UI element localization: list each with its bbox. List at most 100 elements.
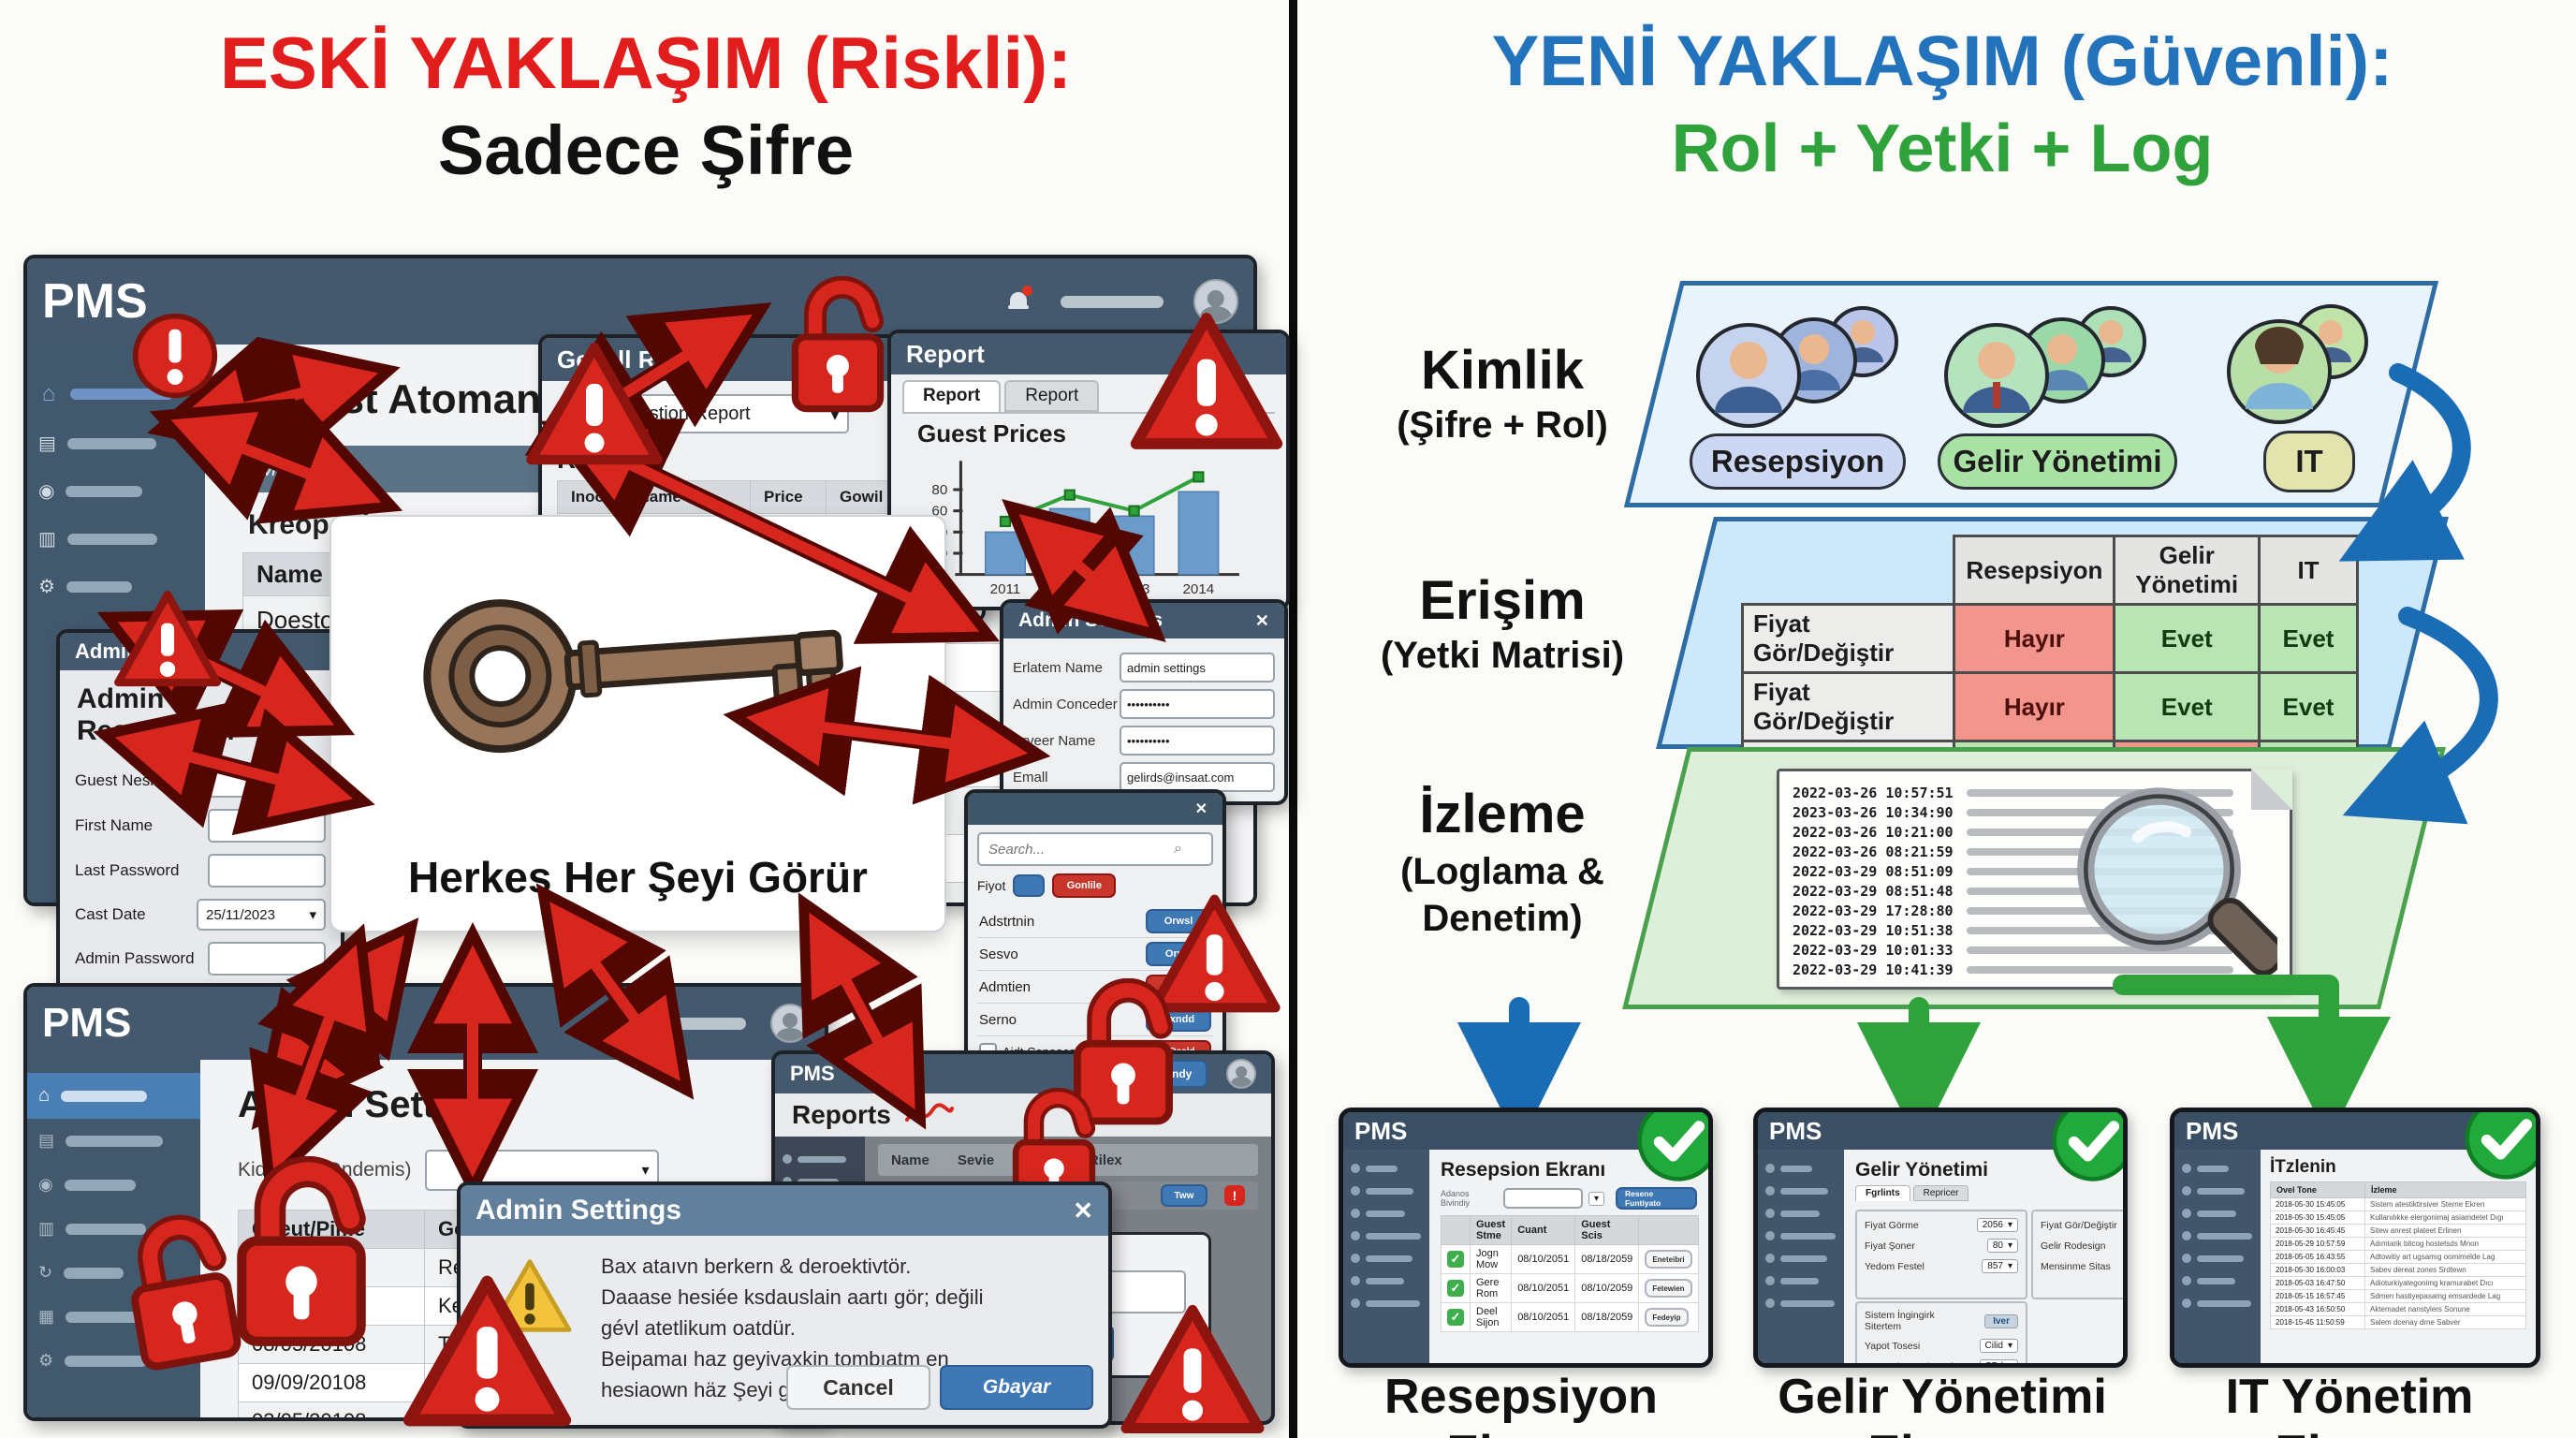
sidebar-item[interactable]: [1343, 1292, 1429, 1314]
window-title: Admin Settings: [1018, 609, 1164, 631]
primary-action-button[interactable]: Resene Funtiyato: [1615, 1187, 1697, 1210]
matrix-row: Fiyat Gör/Değiştir Hayır Evet Evet: [1742, 604, 2358, 673]
sidebar-item[interactable]: [2174, 1292, 2261, 1314]
col-header: Cuant: [1511, 1215, 1576, 1245]
sidebar-item[interactable]: ▥: [27, 1207, 200, 1251]
field-select[interactable]: 2056▾: [1976, 1218, 2018, 1232]
header-progress-bar: [662, 1017, 746, 1030]
sidebar-item-bookings[interactable]: ▤: [27, 419, 205, 467]
screen-caption: Resepsiyon Ekranı: [1384, 1370, 1658, 1438]
form-row: First Name: [75, 809, 326, 843]
sidebar-item[interactable]: [2174, 1269, 2261, 1292]
access-band: Resepsiyon Gelir Yönetimi IT Fiyat Gör/D…: [1656, 517, 2449, 820]
sidebar-item[interactable]: [1758, 1157, 1844, 1180]
close-icon[interactable]: [1195, 800, 1208, 818]
matrix-col: IT: [2259, 536, 2358, 605]
row-action-button[interactable]: Tww: [1161, 1184, 1208, 1207]
open-padlock-icon: [1074, 978, 1173, 1125]
field-select[interactable]: CBd▾: [1979, 1359, 2018, 1363]
gear-icon: ⚙: [38, 1351, 54, 1370]
tab-report-1[interactable]: Report: [902, 380, 1002, 412]
sidebar-item[interactable]: [1758, 1292, 1844, 1314]
search-filter-select[interactable]: ▾: [1588, 1191, 1604, 1206]
filter-mini-button[interactable]: [1013, 874, 1046, 897]
guest-username-field[interactable]: [208, 764, 326, 798]
col-header: Ovel Tone: [2270, 1181, 2365, 1198]
sidebar-item[interactable]: [1343, 1269, 1429, 1292]
sidebar-item[interactable]: [1343, 1225, 1429, 1247]
tab-report-2[interactable]: Report: [1004, 380, 1100, 412]
field-select[interactable]: 857▾: [1982, 1259, 2018, 1273]
sidebar-item[interactable]: [2174, 1157, 2261, 1180]
header-progress-bar: [1061, 295, 1164, 308]
gear-icon: ⚙: [38, 577, 55, 597]
log-row: 2018-15-45 11:50:59 Salem dcenay drne Sa…: [2270, 1315, 2526, 1329]
field-toggle[interactable]: Iver: [1984, 1313, 2018, 1328]
sidebar-item-guests[interactable]: ◉: [27, 467, 205, 515]
close-icon[interactable]: [1255, 611, 1269, 631]
field-select[interactable]: 80▾: [1986, 1239, 2018, 1253]
sidebar-item[interactable]: [1758, 1225, 1844, 1247]
tab-fiyatlar[interactable]: Fgrlints: [1855, 1185, 1910, 1201]
sidebar-item[interactable]: [2174, 1180, 2261, 1202]
chevron-down-icon: [309, 906, 316, 923]
row-action-button[interactable]: Fetewien: [1645, 1279, 1692, 1298]
bell-icon[interactable]: [1008, 286, 1032, 313]
left-title: ESKİ YAKLAŞIM (Riskli):: [219, 22, 1073, 104]
reception-team-avatars: [1696, 306, 1898, 428]
avatar[interactable]: [1193, 279, 1238, 324]
sidebar-item[interactable]: [1343, 1202, 1429, 1225]
cast-date-select[interactable]: 25/11/2023: [197, 899, 326, 931]
user-icon: ◉: [38, 481, 55, 502]
sidebar-item[interactable]: [1758, 1202, 1844, 1225]
sidebar-item[interactable]: [2174, 1225, 2261, 1247]
col-header: Name: [891, 1152, 929, 1168]
confirm-button[interactable]: Gbayar: [940, 1365, 1093, 1410]
cancel-button[interactable]: Cancel: [786, 1365, 930, 1410]
sidebar-item-home[interactable]: ⌂: [27, 1073, 200, 1119]
sidebar-item[interactable]: [2174, 1247, 2261, 1269]
last-password-field[interactable]: [208, 854, 326, 888]
form-row: Last Password: [75, 854, 326, 888]
search-input[interactable]: [987, 840, 1168, 858]
filter-red-button[interactable]: Gonlile: [1052, 873, 1117, 898]
sidebar-item[interactable]: ↻: [27, 1251, 200, 1295]
field-input[interactable]: admin settings: [1120, 653, 1275, 682]
sidebar-item[interactable]: [1343, 1157, 1429, 1180]
field-select[interactable]: Cilid▾: [1979, 1339, 2018, 1353]
avatar[interactable]: [770, 1004, 810, 1043]
first-name-field[interactable]: [208, 809, 326, 843]
sidebar-item[interactable]: [1758, 1247, 1844, 1269]
reservations-table: Guest Stme Cuant Guest Scis ✓ Jogn Mow 0…: [1441, 1215, 1699, 1332]
admin-password-field[interactable]: [208, 942, 326, 976]
svg-text:2013: 2013: [1054, 581, 1086, 597]
admin-resepsiyon-form: Admin Admin Resepsiyon Guest Nesrname Fi…: [56, 629, 344, 1030]
matrix-col: Gelir Yönetimi: [2114, 536, 2260, 605]
field-input[interactable]: gelirds@insaat.com: [1120, 762, 1275, 792]
sidebar-item[interactable]: [1758, 1269, 1844, 1292]
field-input[interactable]: ••••••••••: [1120, 689, 1275, 719]
warning-triangle-icon: [1120, 1304, 1265, 1434]
sidebar-item[interactable]: [1343, 1180, 1429, 1202]
sidebar-item-settings[interactable]: ⚙: [27, 563, 205, 610]
sidebar-item[interactable]: ▤: [27, 1119, 200, 1163]
sidebar-item[interactable]: ◉: [27, 1163, 200, 1207]
avatar[interactable]: [1226, 1059, 1256, 1089]
sidebar-item[interactable]: [1758, 1180, 1844, 1202]
dialog-text-line: Bax ataıvn berkern & deroektivtör.: [601, 1255, 912, 1278]
app-logo: PMS: [1354, 1116, 1408, 1145]
close-icon[interactable]: [1073, 1196, 1093, 1225]
search-input[interactable]: [1502, 1188, 1583, 1209]
col-header: Guest Scis: [1574, 1215, 1640, 1245]
row-action-button[interactable]: Eneteibri: [1645, 1250, 1692, 1269]
row-action-button[interactable]: Fedeyip: [1645, 1308, 1689, 1327]
sidebar-item-reports[interactable]: ▥: [27, 515, 205, 563]
tab-raporlar[interactable]: Repricer: [1912, 1185, 1969, 1201]
field-input[interactable]: ••••••••••: [1120, 726, 1275, 756]
field-label: Erlatem Name: [1013, 659, 1103, 676]
sidebar-item[interactable]: [1343, 1247, 1429, 1269]
sidebar-item-settings[interactable]: ⚙: [27, 1339, 200, 1383]
bell-icon[interactable]: [615, 1007, 639, 1034]
sidebar-item[interactable]: [2174, 1202, 2261, 1225]
